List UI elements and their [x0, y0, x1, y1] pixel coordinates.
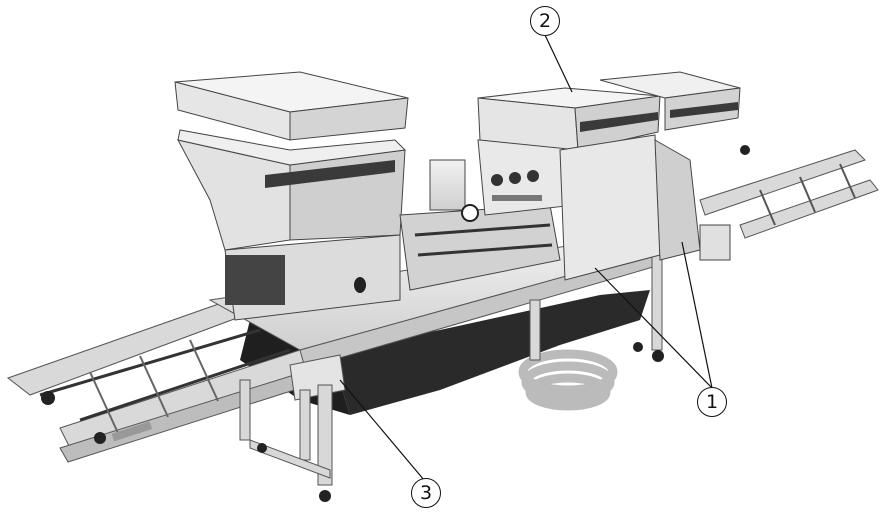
- legs: [239, 254, 663, 486]
- callout-2: 2: [530, 6, 560, 36]
- right-hoppers: [477, 71, 741, 281]
- hose-coil: [518, 349, 618, 411]
- middle-unit: [399, 134, 576, 291]
- catch-cloth: [330, 290, 650, 415]
- right-conveyor: [699, 145, 879, 239]
- callout-1: 1: [697, 387, 727, 417]
- casters: [257, 342, 664, 502]
- left-conveyor: [6, 299, 311, 463]
- left-hopper: [174, 71, 409, 321]
- leader-lines: [339, 34, 713, 481]
- callout-3: 3: [411, 478, 441, 508]
